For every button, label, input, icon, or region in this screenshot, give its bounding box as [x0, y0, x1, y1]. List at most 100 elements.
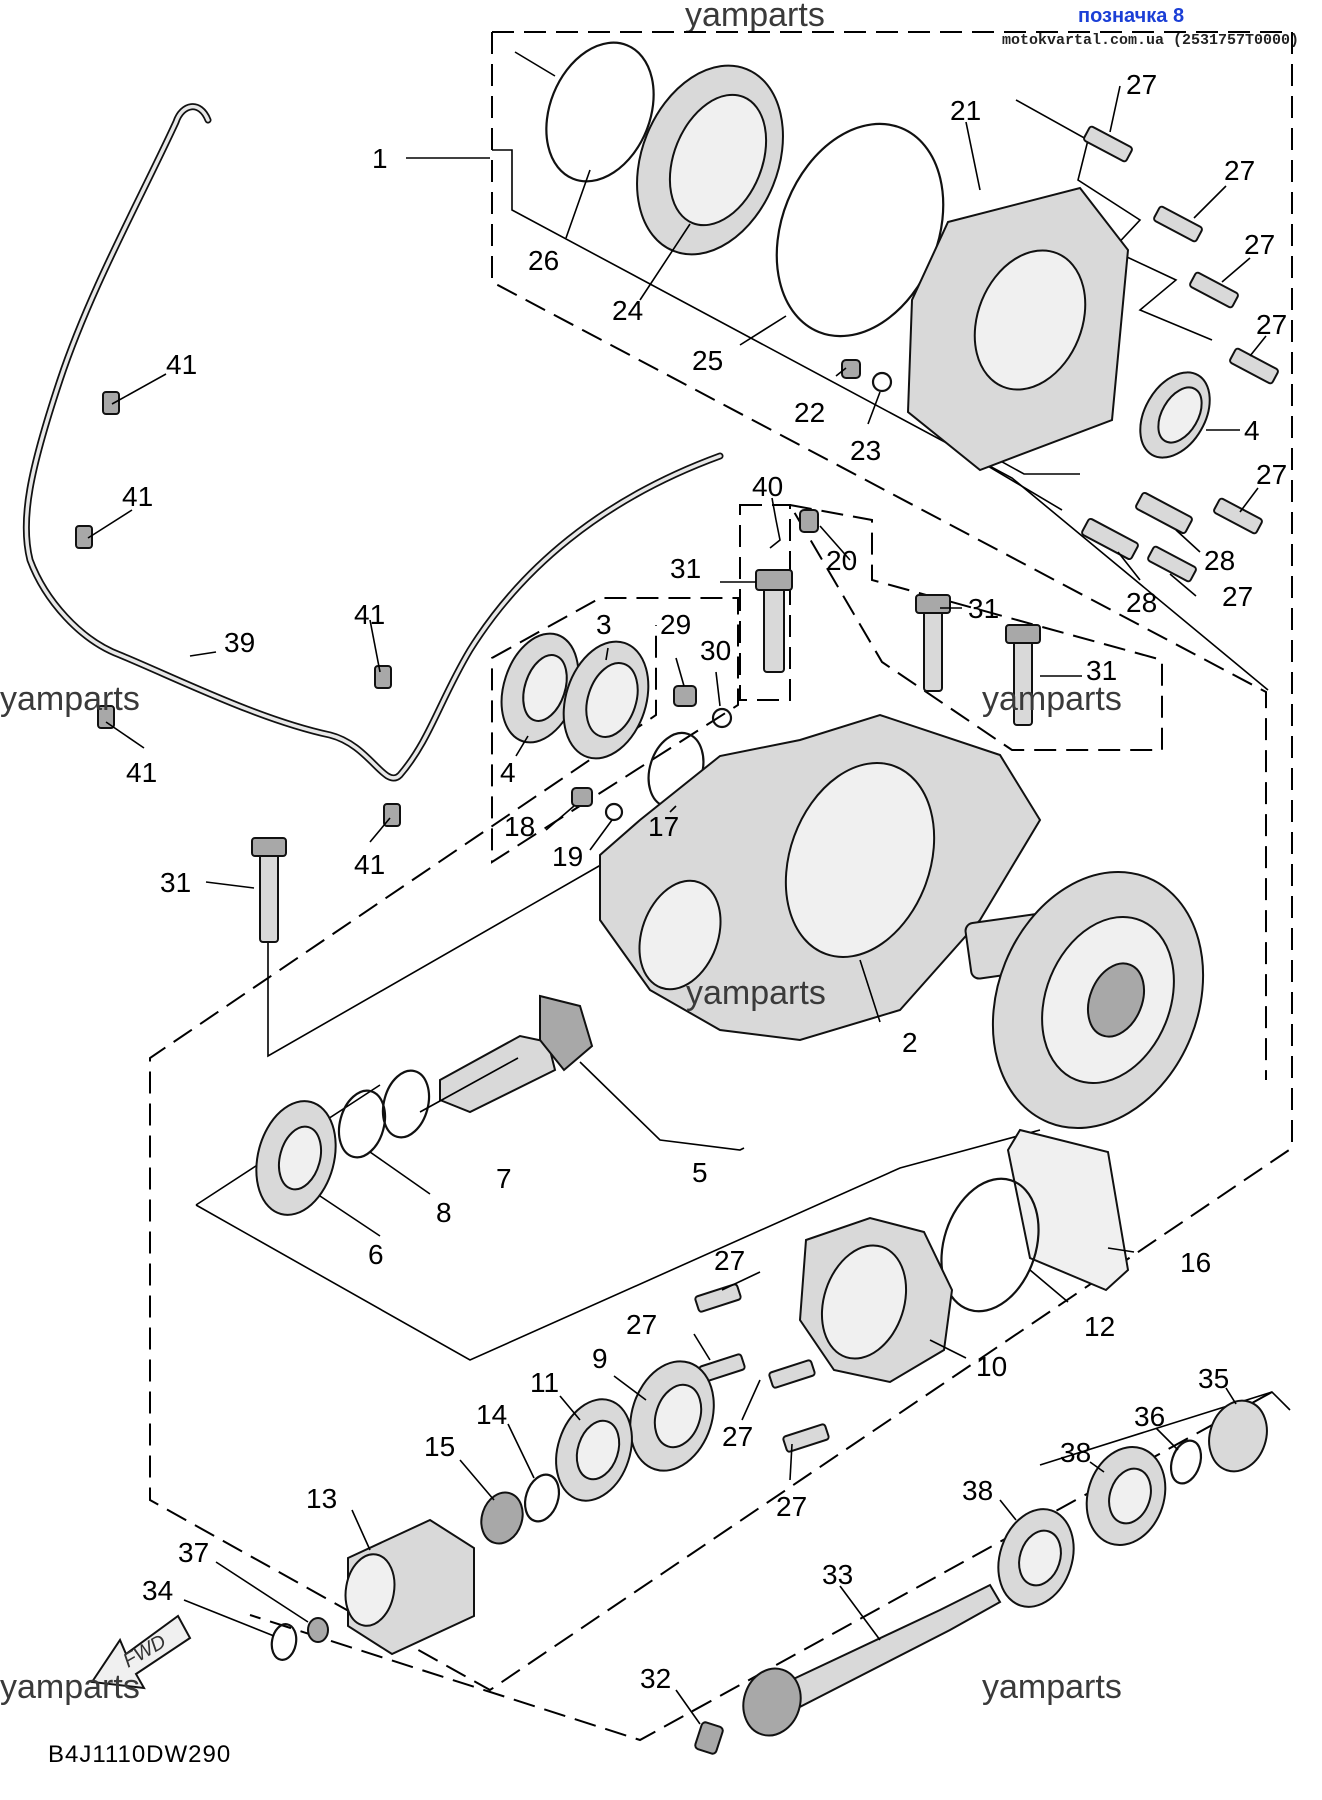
callout-14: 14: [476, 1399, 507, 1430]
coupling-13: [344, 1518, 475, 1656]
callout-41-a: 41: [166, 349, 197, 380]
washer-14: [523, 1473, 561, 1523]
callout-27-d: 27: [1256, 309, 1287, 340]
callout-27-h: 27: [626, 1309, 657, 1340]
header-source: motokvartal.com.ua (2531757T0000): [1002, 32, 1299, 49]
bracket-1: [492, 51, 1269, 691]
bolt-28-a: [1135, 491, 1193, 535]
splined-gear-35: [1208, 1399, 1268, 1473]
hose-clip-41-d: [374, 665, 392, 689]
callout-28-b: 28: [1126, 587, 1157, 618]
watermark-bottom-left: yamparts: [0, 1668, 140, 1706]
callout-11: 11: [530, 1367, 559, 1398]
header-label: позначка 8: [1078, 5, 1184, 27]
callout-27-j: 27: [776, 1491, 807, 1522]
watermark-right: yamparts: [982, 680, 1122, 718]
bolt-group-boundary-right: [788, 503, 1163, 751]
bearing-3-inner: [585, 662, 639, 738]
callout-22: 22: [794, 397, 825, 428]
callout-32: 32: [640, 1663, 671, 1694]
callout-36: 36: [1134, 1401, 1165, 1432]
watermark-bottom-right: yamparts: [982, 1668, 1122, 1706]
callout-27-g: 27: [714, 1245, 745, 1276]
callout-20: 20: [826, 545, 857, 576]
callout-41-d: 41: [354, 599, 385, 630]
bracket-31-left: [267, 861, 607, 1058]
bearing-6-inner: [277, 1125, 323, 1191]
pinion-gear-5: [439, 994, 594, 1114]
diagram-code: B4J1110DW290: [48, 1741, 231, 1768]
callout-27-f: 27: [1222, 581, 1253, 612]
o-ring-26: [545, 41, 655, 183]
bolt-27-d: [1229, 347, 1279, 385]
callout-21: 21: [950, 95, 981, 126]
circlip-34: [270, 1623, 298, 1661]
callout-33: 33: [822, 1559, 853, 1590]
callout-29: 29: [660, 609, 691, 640]
washer-23: [871, 371, 893, 393]
callout-8: 8: [436, 1197, 452, 1228]
callout-15: 15: [424, 1431, 455, 1462]
nut-15: [480, 1491, 524, 1545]
callout-27-c: 27: [1244, 229, 1275, 260]
hose-clip-41-b: [75, 525, 93, 549]
bolt-31-right-a: [915, 594, 951, 692]
callout-2: 2: [902, 1027, 918, 1058]
callout-27-b: 27: [1224, 155, 1255, 186]
callout-17: 17: [648, 811, 679, 842]
shim-8: [337, 1089, 387, 1159]
callout-30: 30: [700, 635, 731, 666]
bearing-24-inner: [668, 93, 768, 227]
plug-18: [571, 787, 593, 807]
bracket-27-rear: [1015, 99, 1213, 341]
callout-31-left: 31: [160, 867, 191, 898]
washer-30: [711, 707, 733, 729]
breather-hose-39-highlight: [24, 105, 722, 780]
callout-38-b: 38: [962, 1475, 993, 1506]
callout-41-b: 41: [122, 481, 153, 512]
callout-31-right-b: 31: [1086, 655, 1117, 686]
bolt-27-f: [1147, 545, 1197, 583]
callout-9: 9: [592, 1343, 608, 1374]
assembly-boundary-outer: [149, 31, 1293, 1692]
bolt-27-e: [1213, 497, 1263, 535]
gasket-16: [1006, 1128, 1130, 1292]
bolt-27-b: [1153, 205, 1203, 243]
callout-12: 12: [1084, 1311, 1115, 1342]
callout-4-top: 4: [1244, 415, 1260, 446]
bolt-27-j: [782, 1423, 830, 1453]
bolt-27-a: [1083, 125, 1133, 163]
plug-29: [673, 685, 697, 707]
bolt-27-c: [1189, 271, 1239, 309]
circlip-36: [1169, 1439, 1203, 1485]
output-group-boundary: [249, 1391, 1273, 1742]
bolt-31-center: [755, 569, 793, 673]
callout-25: 25: [692, 345, 723, 376]
callout-39: 39: [224, 627, 255, 658]
o-ring-12: [940, 1177, 1040, 1313]
oil-seal-11-inner: [575, 1419, 621, 1481]
bolt-28-b: [1081, 517, 1139, 561]
callout-31-right-a: 31: [968, 593, 999, 624]
bearing-housing-10-bore: [820, 1244, 908, 1360]
callout-3: 3: [596, 609, 612, 640]
breather-joint-20: [799, 509, 819, 533]
hose-clip-41-a: [102, 391, 120, 415]
callout-4-mid: 4: [500, 757, 516, 788]
callout-labels: 1 26 24 25 21 27 27 27 27 22 23 4 27 28 …: [122, 69, 1287, 1694]
case-cover-21-bore: [973, 249, 1087, 391]
spring-32: [694, 1721, 724, 1755]
watermark-center: yamparts: [686, 974, 826, 1012]
callout-38-a: 38: [1060, 1437, 1091, 1468]
callout-7: 7: [496, 1163, 512, 1194]
drive-shaft-33: [742, 1583, 1002, 1737]
bracket-35: [1039, 1391, 1291, 1466]
gear-case-2-front-bore: [638, 879, 722, 991]
callout-23: 23: [850, 435, 881, 466]
bolt-27-g: [694, 1283, 742, 1313]
assembly-boundary-upper-right: [491, 32, 1267, 1080]
callout-13: 13: [306, 1483, 337, 1514]
callout-41-c: 41: [126, 757, 157, 788]
callout-18: 18: [504, 811, 535, 842]
o-ring-37: [307, 1617, 329, 1643]
